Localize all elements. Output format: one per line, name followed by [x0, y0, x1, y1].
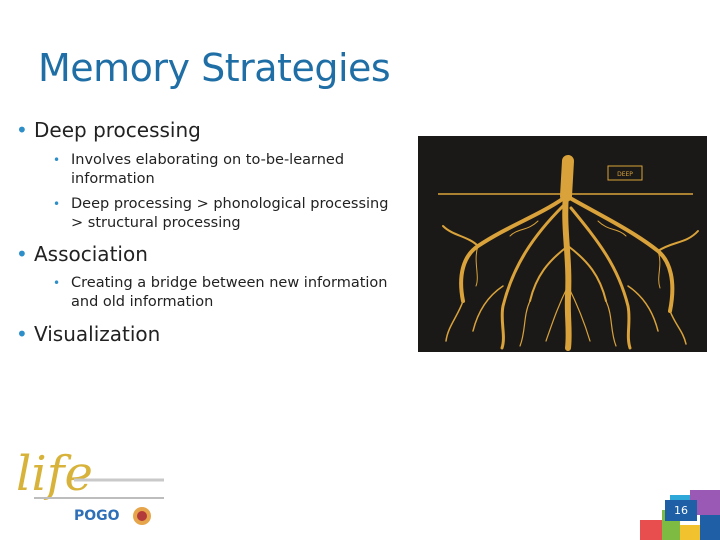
sub-bullet: • Deep processing > phonological processi…: [53, 195, 401, 233]
bullet-text: Visualization: [34, 322, 161, 346]
roots-illustration: DEEP: [438, 155, 699, 351]
sub-bullet-text: Creating a bridge between new informatio…: [71, 275, 388, 310]
bullet-deep-processing: •Deep processing: [16, 118, 201, 142]
roots-image: DEEP: [418, 136, 707, 352]
logo-script-word: life: [16, 446, 93, 502]
page-number: 16: [665, 500, 697, 521]
sub-bullet-text: Involves elaborating on to-be-learned in…: [71, 152, 345, 187]
bullet-dot: •: [16, 322, 28, 346]
bullet-dot: •: [53, 153, 61, 167]
bullet-dot: •: [16, 118, 28, 142]
slide-title: Memory Strategies: [38, 46, 391, 90]
bullet-dot: •: [53, 197, 61, 211]
depth-label: DEEP: [617, 171, 633, 178]
logo-graphic: life POGO: [16, 446, 164, 525]
sub-bullet: • Creating a bridge between new informati…: [53, 274, 401, 312]
bullet-text: Deep processing: [34, 118, 201, 142]
bullet-association: •Association: [16, 242, 148, 266]
bullet-text: Association: [34, 242, 148, 266]
logo-brand: POGO: [74, 508, 120, 524]
sub-bullet: • Involves elaborating on to-be-learned i…: [53, 151, 371, 189]
conference-logo: life POGO: [14, 440, 174, 532]
bullet-visualization: •Visualization: [16, 322, 160, 346]
sub-bullet-text: Deep processing > phonological processin…: [71, 196, 389, 231]
bullet-dot: •: [53, 276, 61, 290]
bullet-dot: •: [16, 242, 28, 266]
